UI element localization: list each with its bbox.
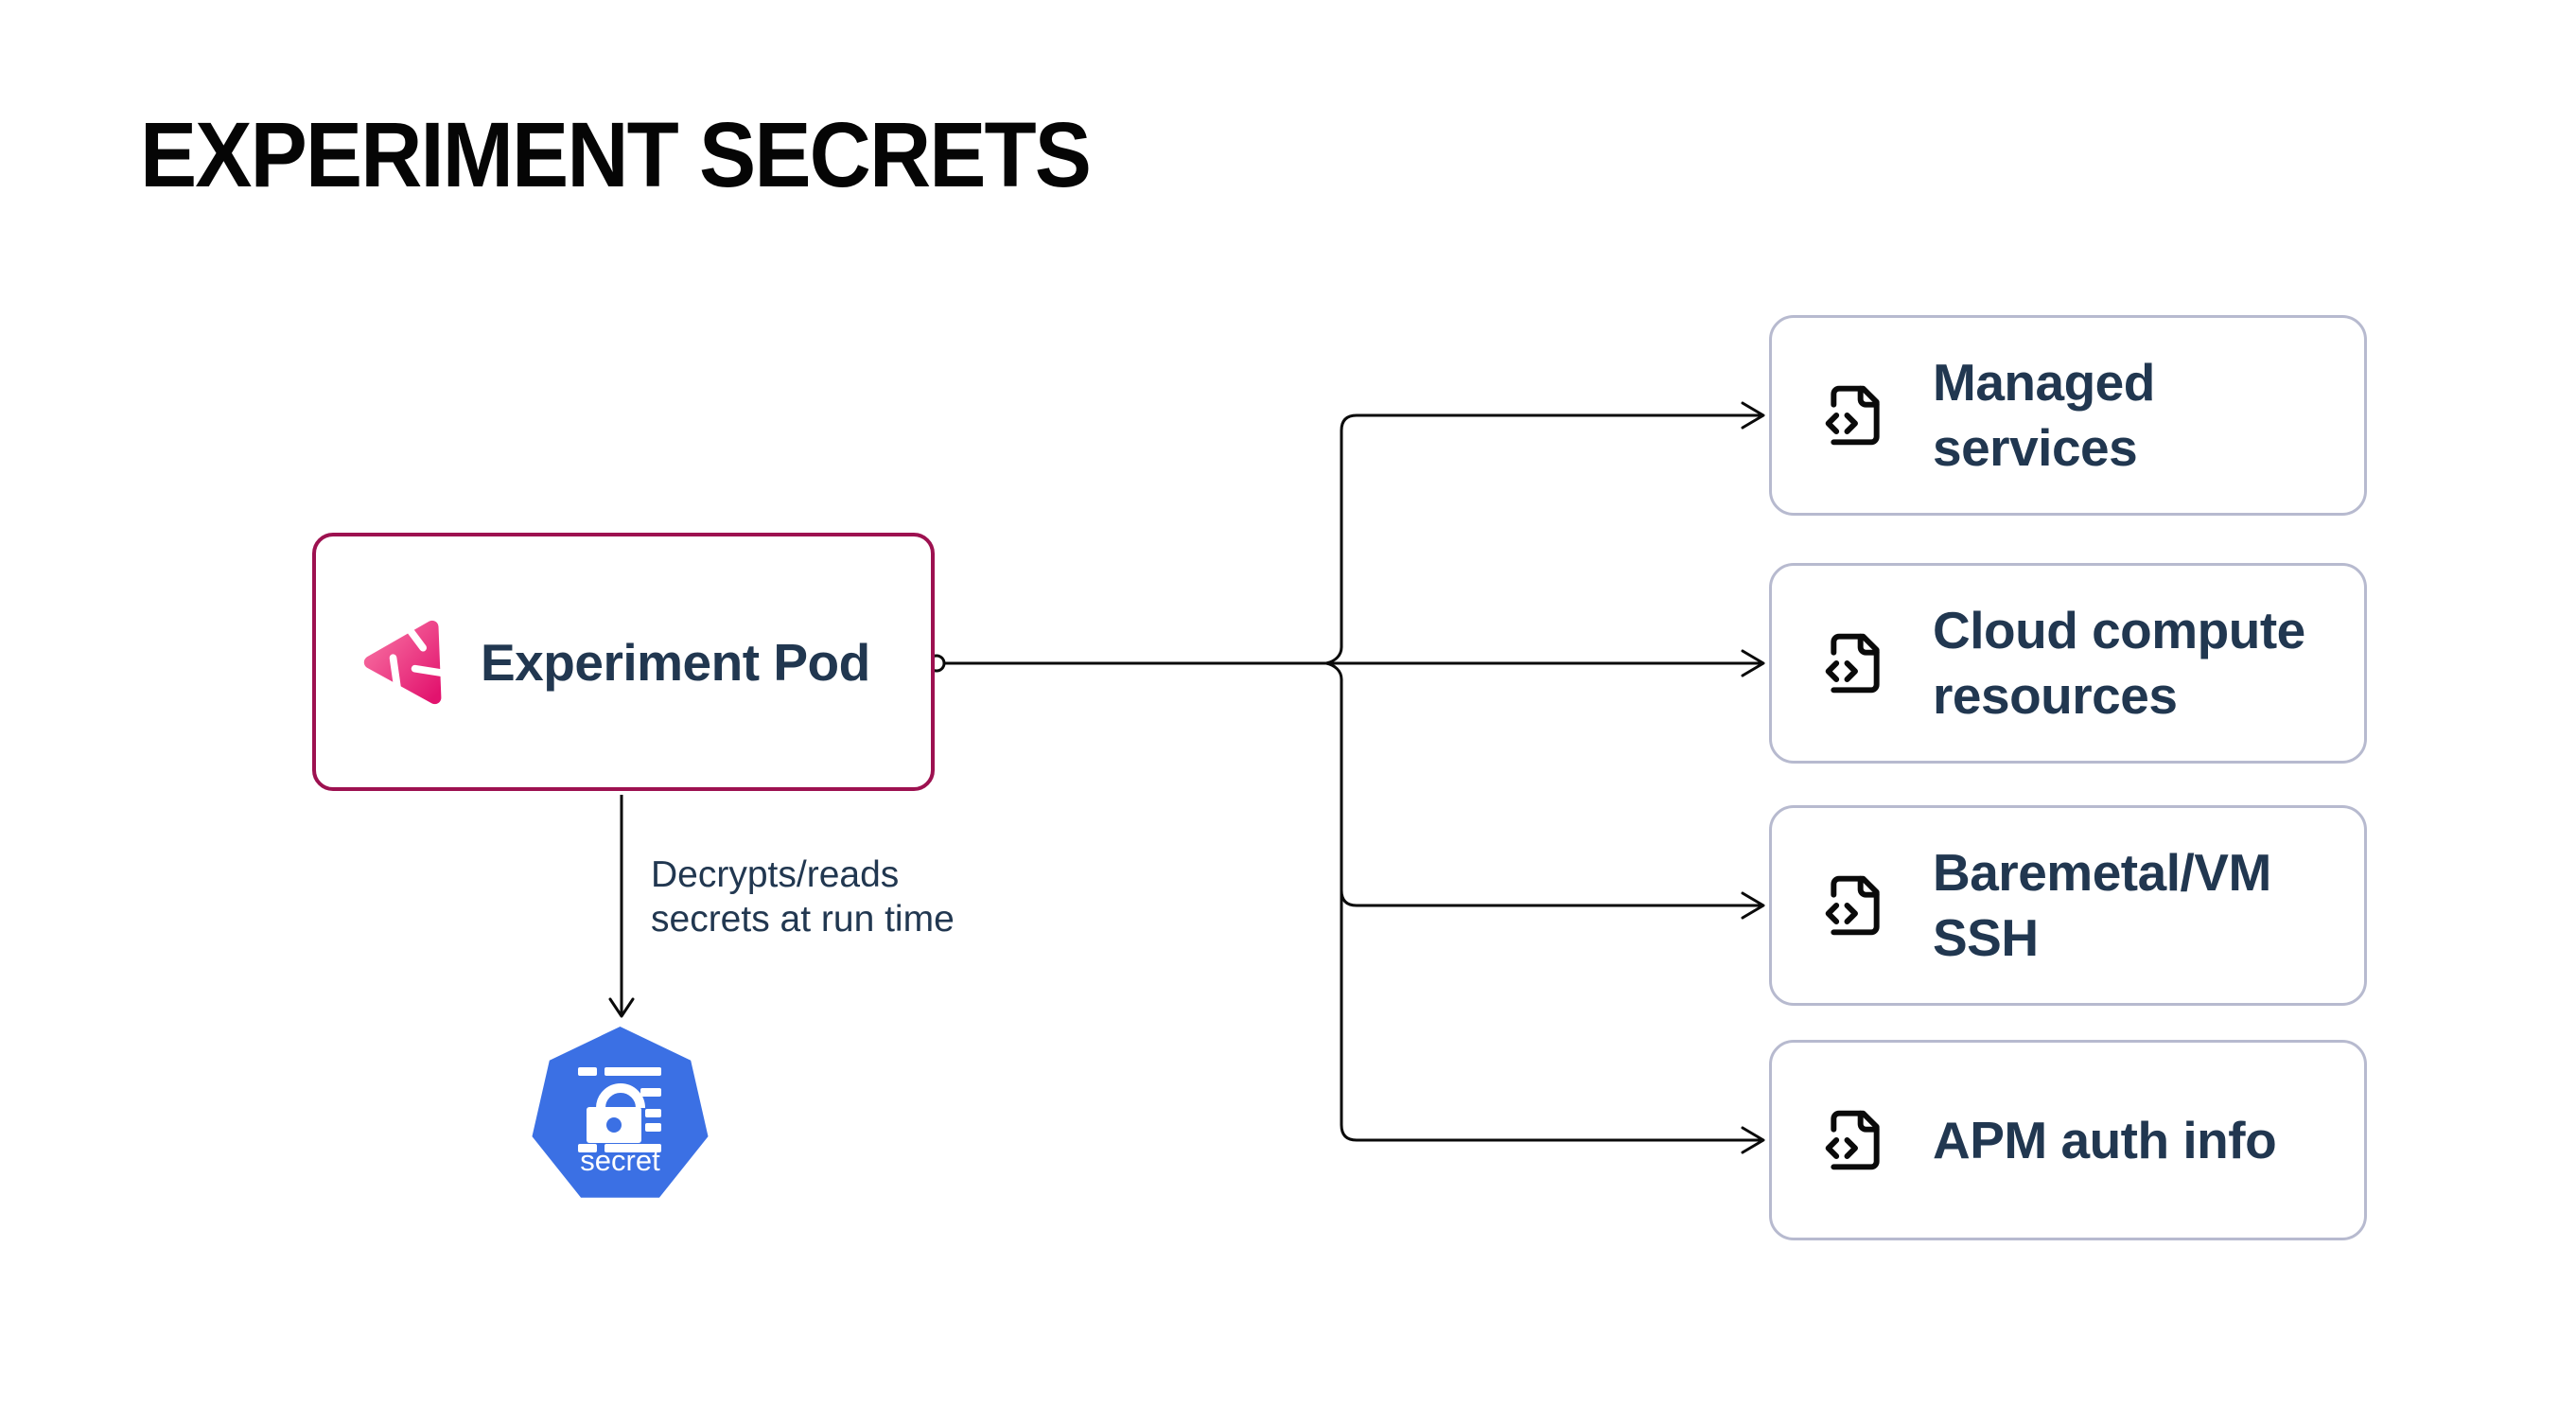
target-node-label: Managed services bbox=[1933, 353, 2155, 477]
file-code-icon bbox=[1825, 875, 1880, 936]
arrowhead-icon bbox=[1741, 649, 1765, 677]
experiment-pod-label: Experiment Pod bbox=[481, 632, 870, 692]
experiment-pod-node: Experiment Pod bbox=[312, 533, 935, 791]
kubernetes-secret-lock-icon bbox=[578, 1067, 661, 1152]
arrowhead-icon bbox=[608, 997, 635, 1018]
target-node-apm-auth: APM auth info bbox=[1769, 1040, 2367, 1240]
arrowhead-icon bbox=[1741, 891, 1765, 920]
target-node-cloud-compute: Cloud compute resources bbox=[1769, 563, 2367, 764]
file-code-icon bbox=[1825, 633, 1880, 694]
connector-branch-mid bbox=[1340, 889, 1761, 907]
connector-branch-down bbox=[1325, 661, 1761, 1142]
connector-branch-up bbox=[1325, 413, 1761, 665]
file-code-icon bbox=[1825, 385, 1880, 446]
target-node-managed-services: Managed services bbox=[1769, 315, 2367, 516]
edge-annotation: Decrypts/reads secrets at run time bbox=[651, 854, 955, 940]
secret-node-label: secret bbox=[580, 1144, 660, 1177]
kubernetes-secret-node: secret bbox=[532, 1027, 709, 1198]
target-node-baremetal-ssh: Baremetal/VM SSH bbox=[1769, 805, 2367, 1006]
litmus-chaos-icon bbox=[363, 620, 448, 704]
target-node-label: APM auth info bbox=[1933, 1110, 2277, 1169]
arrowhead-icon bbox=[1741, 1126, 1765, 1154]
target-node-label: Cloud compute resources bbox=[1933, 601, 2305, 725]
file-code-icon bbox=[1825, 1110, 1880, 1170]
target-node-label: Baremetal/VM SSH bbox=[1933, 843, 2271, 967]
page-title: EXPERIMENT SECRETS bbox=[140, 103, 1092, 206]
arrowhead-icon bbox=[1741, 401, 1765, 430]
